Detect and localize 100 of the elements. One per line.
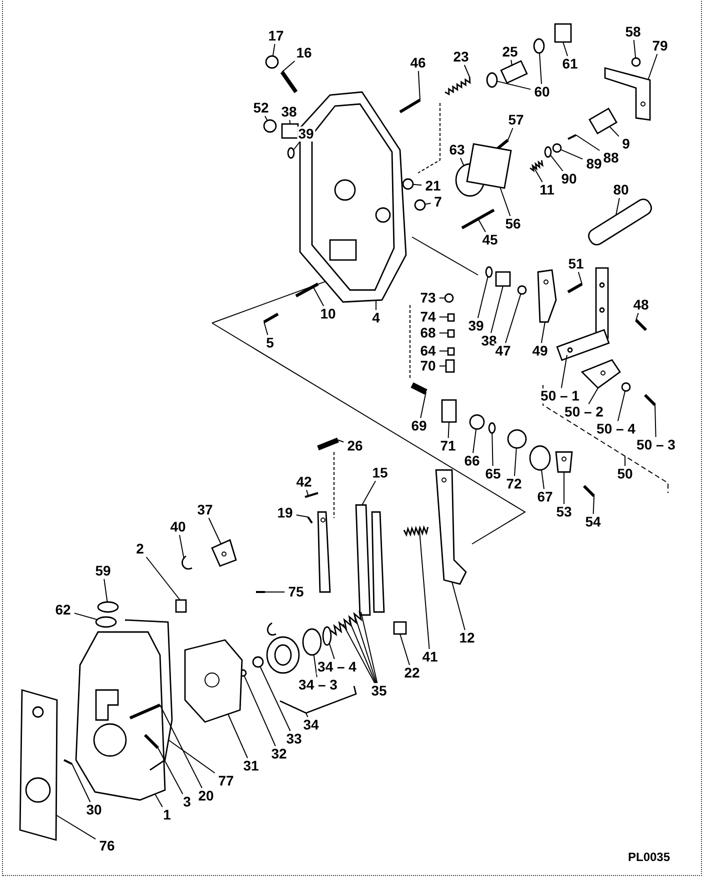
- leader-line: [228, 714, 248, 758]
- leader-line: [272, 44, 276, 57]
- sleeve: [266, 636, 300, 674]
- callout-number: 69: [410, 418, 428, 434]
- callout-number: 34 – 4: [316, 660, 358, 674]
- leader-line: [289, 120, 290, 124]
- spring: [304, 492, 318, 498]
- block: [441, 399, 457, 423]
- leader-line: [560, 354, 568, 388]
- spring: [507, 429, 527, 449]
- leader-line: [578, 272, 582, 284]
- callout-number: 26: [346, 438, 364, 454]
- plug: [495, 271, 511, 287]
- washer: [252, 656, 264, 668]
- spring: [530, 160, 544, 172]
- leader-line: [438, 316, 448, 318]
- callout-number: 65: [484, 466, 502, 482]
- leader-line: [412, 184, 422, 186]
- leader-line: [360, 612, 378, 684]
- o-ring: [488, 422, 496, 434]
- pin: [568, 134, 576, 140]
- screw: [631, 57, 641, 67]
- leader-line: [460, 158, 464, 166]
- callout-number: 58: [624, 24, 642, 40]
- callout-number: 5: [265, 336, 275, 350]
- callout-number: 1: [162, 808, 172, 822]
- leader-line: [532, 166, 543, 182]
- callout-number: 68: [419, 326, 437, 340]
- spring: [444, 77, 471, 96]
- callout-number: 72: [505, 476, 523, 492]
- callout-number: 46: [409, 56, 427, 70]
- callout-number: 77: [217, 774, 235, 788]
- callout-number: 41: [421, 650, 439, 664]
- callout-number: 75: [287, 584, 305, 600]
- leader-line: [478, 218, 486, 232]
- leader-line: [438, 350, 448, 352]
- callout-number: 90: [560, 172, 578, 186]
- leader-line: [617, 390, 626, 422]
- callout-number: 67: [536, 490, 554, 504]
- nut: [447, 347, 455, 356]
- leader-line: [312, 286, 324, 306]
- bracket: [542, 384, 668, 494]
- leader-line: [306, 712, 308, 718]
- nut: [402, 178, 414, 190]
- washer: [533, 38, 545, 54]
- leader-line: [492, 432, 494, 466]
- leader-line: [477, 276, 488, 318]
- shims: [330, 610, 362, 636]
- o-ring: [485, 266, 493, 278]
- leader-line: [505, 293, 522, 344]
- callout-number: 2: [135, 542, 145, 556]
- callout-number: 47: [494, 344, 512, 358]
- callout-number: 7: [433, 194, 443, 210]
- bracket-plate: [556, 267, 610, 362]
- leader-line: [550, 154, 564, 172]
- leader-line: [342, 624, 376, 684]
- screw: [444, 293, 454, 303]
- cap: [97, 601, 119, 613]
- callout-number: 66: [463, 454, 481, 468]
- leader-line: [562, 42, 568, 56]
- cover: [184, 639, 243, 723]
- lever: [317, 511, 331, 593]
- leader-line: [146, 556, 180, 600]
- stud: [496, 138, 509, 150]
- bolt: [263, 312, 279, 324]
- cap: [529, 445, 551, 471]
- governor-housing: [299, 91, 407, 303]
- leader-line: [292, 142, 300, 150]
- leader-line: [496, 80, 532, 90]
- leader-line: [244, 675, 276, 746]
- leader-line: [624, 456, 626, 466]
- callout-number: 9: [621, 136, 631, 152]
- washer: [322, 626, 332, 646]
- bolt: [461, 208, 495, 230]
- leader-line: [508, 128, 514, 140]
- callout-number: 40: [169, 520, 187, 534]
- callout-number: 34 – 3: [298, 678, 338, 692]
- leader-line: [539, 52, 542, 84]
- gasket: [19, 689, 58, 841]
- governor-case: [75, 631, 166, 801]
- leader-line: [514, 448, 517, 476]
- leader-line: [648, 54, 658, 80]
- callout-number: 70: [419, 358, 437, 374]
- bolt: [129, 704, 161, 720]
- lever: [435, 469, 467, 585]
- leader-line: [362, 480, 376, 506]
- leader-line: [472, 428, 477, 454]
- callout-number: 71: [439, 438, 457, 454]
- lever: [144, 734, 160, 750]
- callout-number: 62: [54, 602, 72, 618]
- nut: [554, 23, 572, 43]
- leader-line: [348, 620, 376, 684]
- callout-number: 64: [419, 344, 437, 358]
- leader-line: [306, 490, 309, 496]
- leader-line: [636, 312, 639, 320]
- pin: [64, 759, 72, 765]
- leader-line: [610, 126, 620, 137]
- bolt: [295, 282, 319, 298]
- callout-number: 21: [424, 178, 442, 194]
- leader-line: [104, 578, 108, 602]
